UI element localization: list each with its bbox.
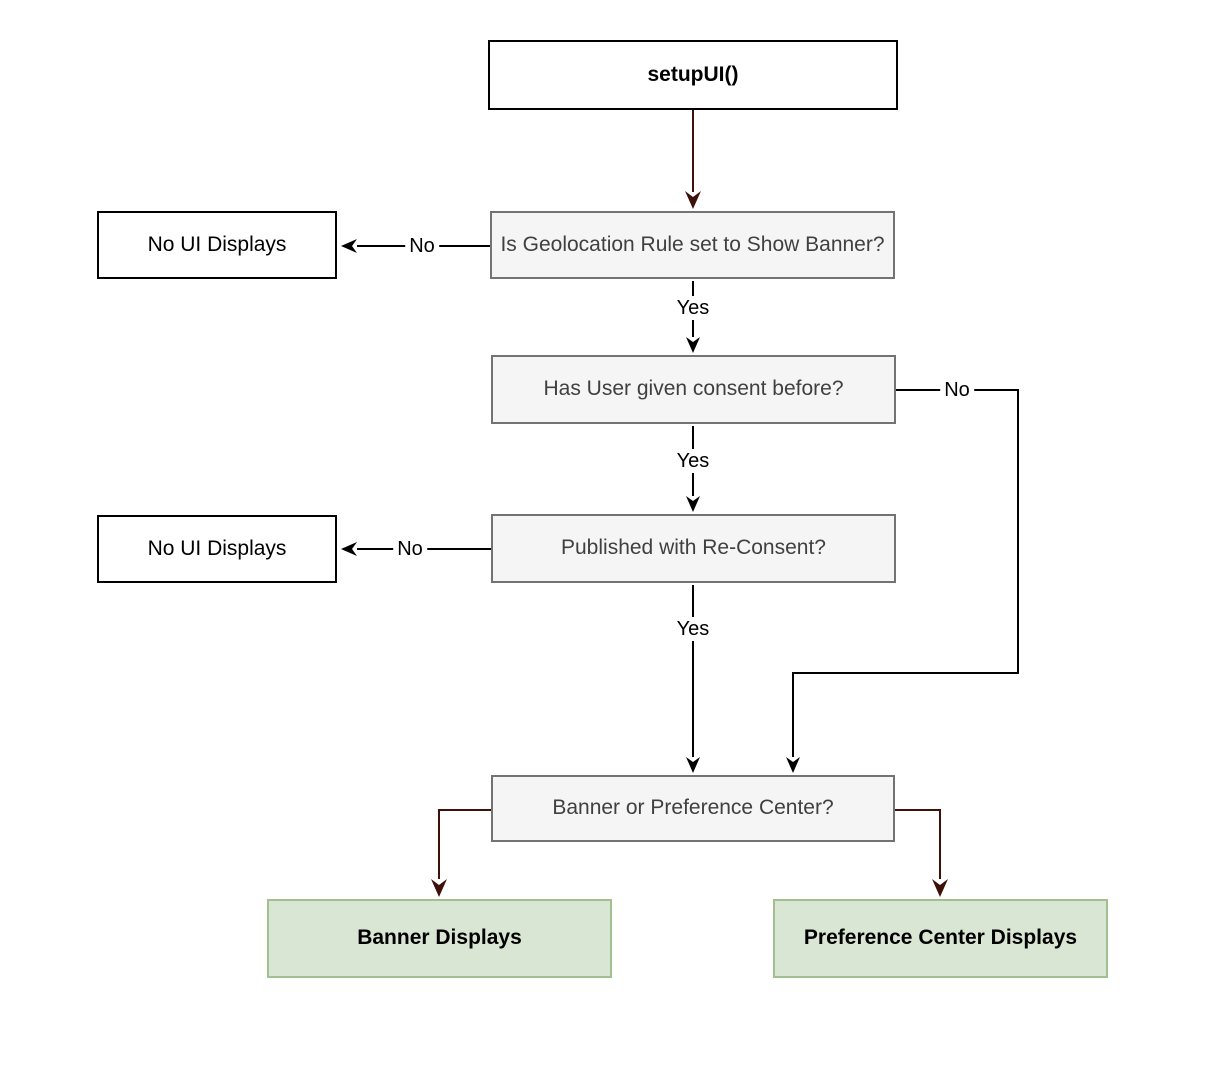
edge-label-reconsent-no: No (393, 537, 427, 561)
arrowhead-to-banner-displays (431, 879, 447, 897)
edge-label-reconsent-yes: Yes (672, 617, 714, 641)
node-banner-displays-label: Banner Displays (357, 926, 522, 950)
node-pref-center-displays-label: Preference Center Displays (803, 926, 1078, 950)
edge-label-geo-yes: Yes (672, 296, 714, 320)
arrowhead-reconsent-no (341, 542, 357, 556)
arrowhead-setupui-to-geo (685, 191, 701, 209)
node-consent-before-label: Has User given consent before? (543, 377, 844, 401)
node-banner-displays: Banner Displays (267, 899, 612, 978)
edge-to-pref-center-displays (895, 809, 941, 879)
node-setupui-label: setupUI() (647, 62, 739, 86)
arrowhead-geo-yes (686, 337, 700, 353)
node-no-ui-displays-1: No UI Displays (97, 211, 337, 279)
node-banner-or-pref-decision: Banner or Preference Center? (491, 775, 895, 842)
node-no-ui-displays-2-label: No UI Displays (147, 536, 287, 560)
arrowhead-consent-yes (686, 496, 700, 512)
edge-label-consent-no: No (940, 378, 974, 402)
node-pref-center-displays: Preference Center Displays (773, 899, 1108, 978)
node-reconsent-label: Published with Re-Consent? (561, 536, 826, 560)
arrowhead-to-pref-center-displays (932, 879, 948, 897)
node-banner-or-pref-label: Banner or Preference Center? (552, 796, 834, 820)
node-reconsent-decision: Published with Re-Consent? (491, 514, 896, 583)
node-no-ui-displays-1-label: No UI Displays (147, 232, 287, 256)
node-geo-rule-decision: Is Geolocation Rule set to Show Banner? (490, 211, 895, 279)
arrowhead-reconsent-yes (686, 757, 700, 773)
arrowhead-consent-no (786, 757, 800, 773)
node-geo-rule-label: Is Geolocation Rule set to Show Banner? (500, 232, 885, 256)
edge-to-banner-displays (438, 809, 491, 879)
edge-label-consent-yes: Yes (672, 449, 714, 473)
edge-label-geo-no: No (405, 234, 439, 258)
node-no-ui-displays-2: No UI Displays (97, 515, 337, 583)
edge-consent-no (792, 389, 1019, 757)
arrowhead-geo-no (341, 239, 357, 253)
node-setupui: setupUI() (488, 40, 898, 110)
node-consent-before-decision: Has User given consent before? (491, 355, 896, 424)
